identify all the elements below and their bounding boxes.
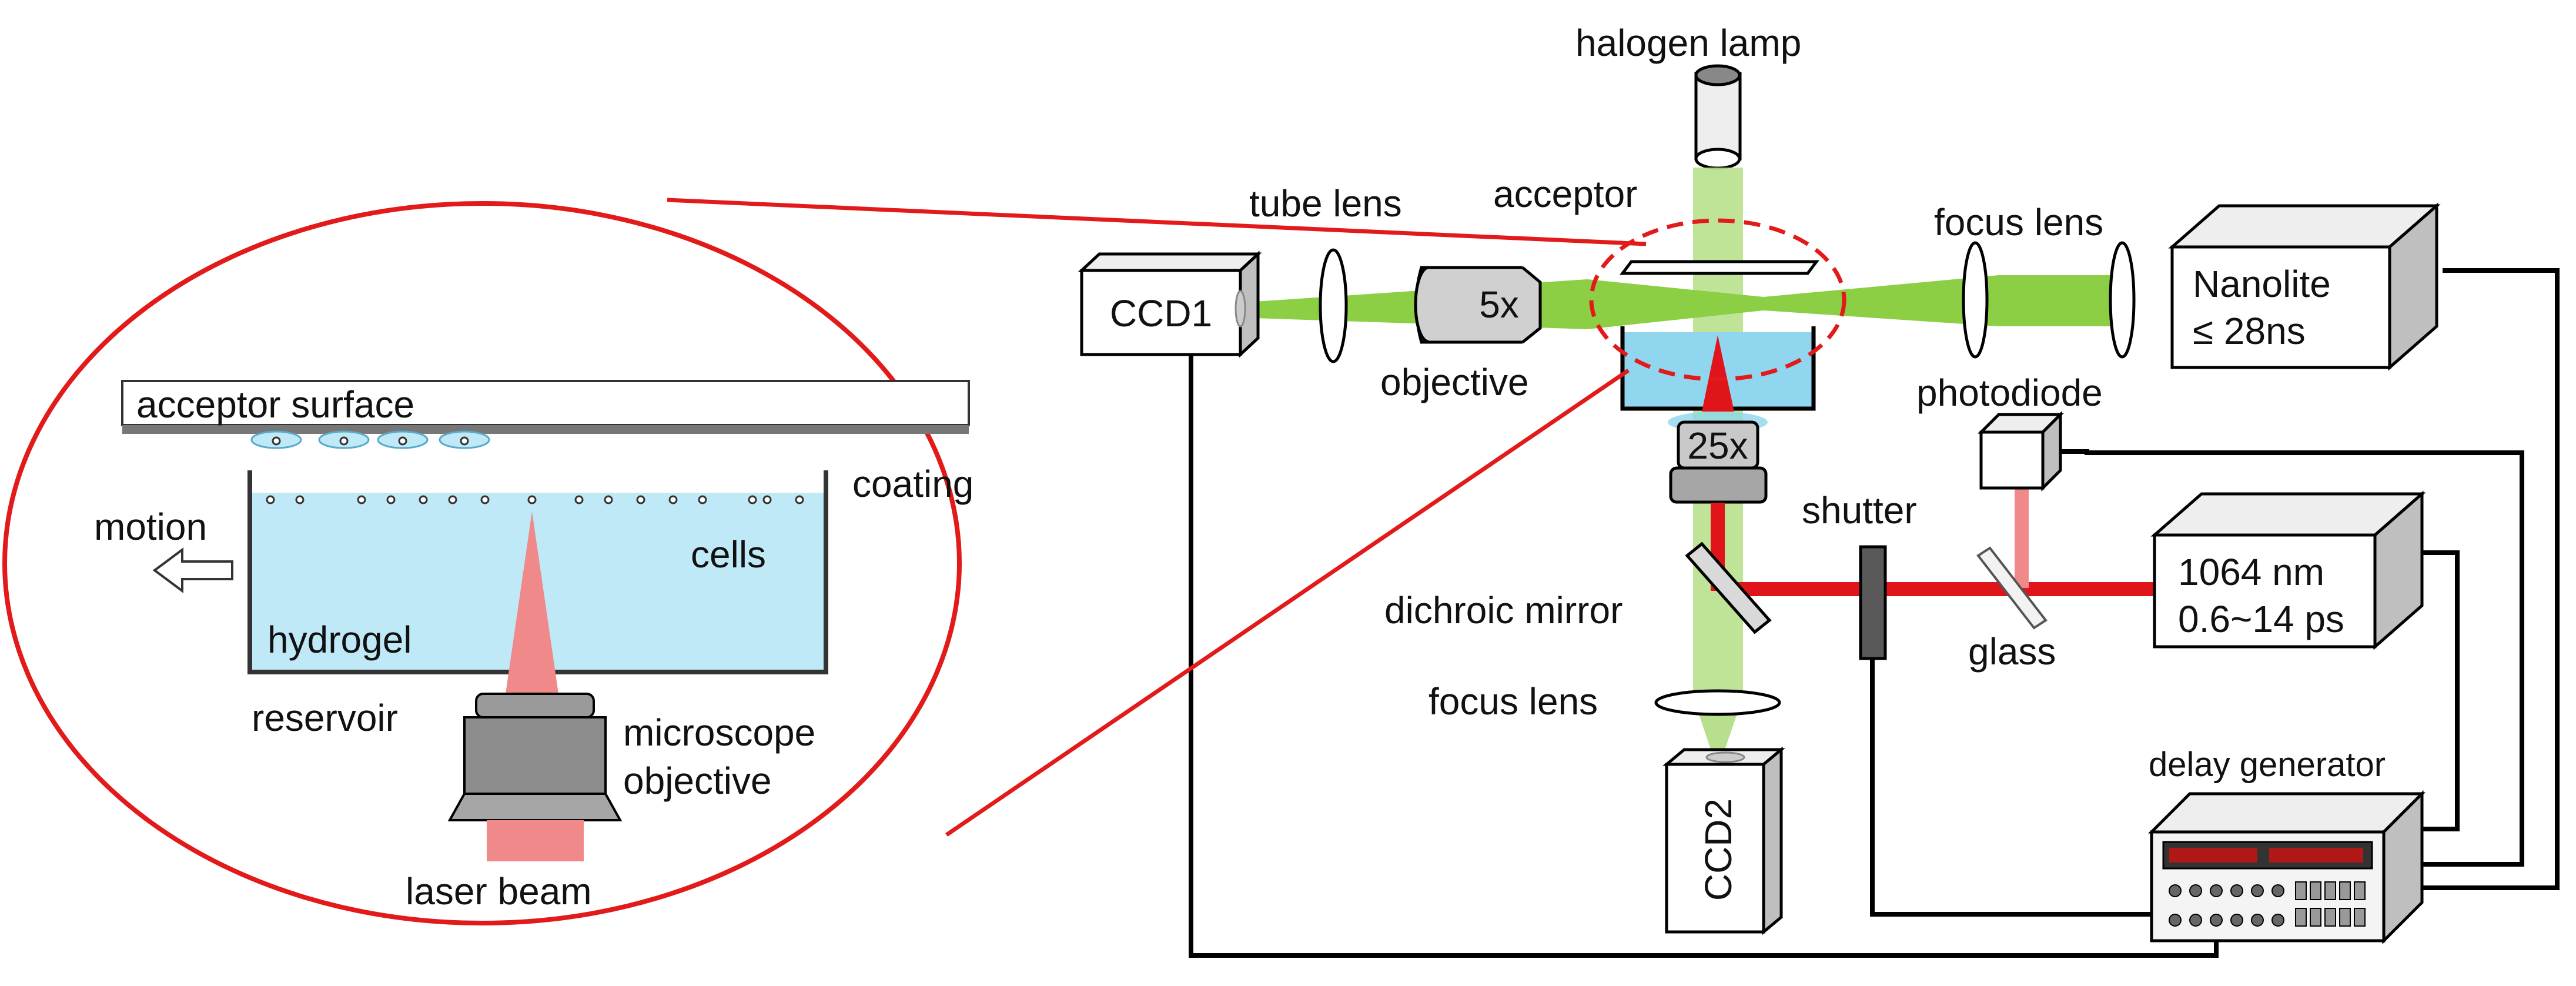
lamp-bottom xyxy=(1694,148,1741,170)
callout-line-top xyxy=(667,198,1647,246)
ccd1-camera: CCD1 xyxy=(1078,250,1262,358)
inset-acceptor-surface-label: acceptor surface xyxy=(136,383,414,426)
inset-laser-cone xyxy=(506,512,558,694)
nanolite-name: Nanolite xyxy=(2193,263,2331,305)
shutter xyxy=(1859,545,1887,660)
inset-microscope-objective xyxy=(447,693,623,821)
dichroic-mirror-label: dichroic mirror xyxy=(1384,589,1622,631)
pink-beam xyxy=(2015,485,2029,588)
focus-lens-bottom-label: focus lens xyxy=(1428,680,1598,723)
green-beam-from-nanolite xyxy=(1764,275,2116,326)
inset-cells xyxy=(266,495,804,504)
lamp-body xyxy=(1694,72,1742,161)
laser-pulse: 0.6~14 ps xyxy=(2178,598,2344,640)
ccd2-label: CCD2 xyxy=(1697,798,1739,901)
objective-5x-mag: 5x xyxy=(1479,283,1519,326)
inset-cells-label: cells xyxy=(691,533,766,576)
inset-detail: acceptor surface xyxy=(2,201,973,925)
inset-microscope-label-1: microscope xyxy=(623,711,815,754)
acceptor-label: acceptor xyxy=(1493,173,1637,215)
halogen-lamp xyxy=(1694,64,1742,170)
cylinder-lamp-icon xyxy=(1694,64,1741,86)
inset-microscope-label-2: objective xyxy=(623,760,772,802)
callout-line-bottom xyxy=(945,369,1630,837)
inset-laser-beam-label: laser beam xyxy=(406,870,592,913)
ccd2-camera: CCD2 xyxy=(1662,746,1785,935)
delay-generator xyxy=(2147,790,2426,945)
glass-label: glass xyxy=(1968,630,2056,673)
green-beam-objective xyxy=(1587,279,1764,329)
focus-lens-bottom xyxy=(1654,689,1781,716)
inset-coating-label: coating xyxy=(852,463,973,505)
focus-lens-top-2 xyxy=(2109,241,2136,359)
acceptor-slide xyxy=(1620,260,1819,275)
shutter-label: shutter xyxy=(1802,489,1917,532)
focus-lens-top-label: focus lens xyxy=(1934,201,2103,243)
left-arrow-outline-icon xyxy=(152,547,233,593)
wire-nanolite-delay xyxy=(2422,268,2560,890)
red-beam-horizontal xyxy=(1725,582,2154,596)
inset-reservoir-label: reservoir xyxy=(252,697,398,739)
tube-lens xyxy=(1319,248,1348,363)
focus-lens-top-1 xyxy=(1962,241,1989,359)
glass-plate xyxy=(1976,546,2048,630)
objective-5x: 5x xyxy=(1414,266,1542,344)
tube-lens-label: tube lens xyxy=(1249,182,1402,225)
ccd1-label: CCD1 xyxy=(1110,292,1212,335)
objective-label: objective xyxy=(1380,361,1529,403)
red-beam-cone xyxy=(1702,335,1734,412)
callout-ellipse-dashed xyxy=(1589,218,1846,382)
inset-coating-layer xyxy=(122,425,969,434)
objective-25x-mag: 25x xyxy=(1687,425,1748,467)
inset-motion-label: motion xyxy=(94,506,207,548)
photodiode xyxy=(1977,410,2065,492)
nanolite-laser: Nanolite ≤ 28ns xyxy=(2168,202,2441,371)
halogen-lamp-label: halogen lamp xyxy=(1575,22,1801,64)
dichroic-mirror xyxy=(1685,542,1772,634)
objective-25x: 25x xyxy=(1669,420,1768,504)
ps-laser: 1064 nm 0.6~14 ps xyxy=(2150,490,2426,650)
delay-generator-label: delay generator xyxy=(2149,746,2386,784)
photodiode-label: photodiode xyxy=(1916,372,2103,414)
inset-hydrogel-label: hydrogel xyxy=(267,619,412,661)
wire-photodiode-delay xyxy=(2037,449,2524,867)
nanolite-pulse: ≤ 28ns xyxy=(2193,310,2306,352)
inset-laser-beam xyxy=(487,820,584,861)
laser-wavelength: 1064 nm xyxy=(2178,551,2324,593)
wire-shutter-delay xyxy=(1870,653,2152,917)
instrument-panel-icon xyxy=(2162,841,2373,927)
